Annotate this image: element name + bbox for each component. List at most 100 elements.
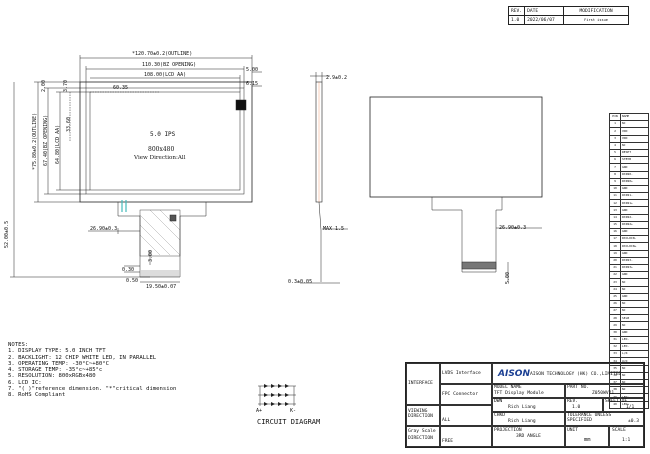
pin-number: 20 bbox=[609, 256, 621, 265]
dim-bz-opening-height: 67.40(BZ OPENING) bbox=[43, 114, 49, 166]
pin-name: RXIN3- bbox=[620, 256, 649, 265]
interface-value: LVDS Interface bbox=[442, 371, 481, 376]
circuit-cathode: K- bbox=[290, 408, 297, 414]
screen-resolution-label: 800x480 bbox=[148, 146, 175, 153]
dim-fpc-pin-width: 0.50 bbox=[126, 278, 139, 284]
note-item: 8. RoHS Compliant bbox=[8, 392, 66, 399]
connector-value: FPC Connector bbox=[442, 392, 478, 397]
pin-number: 13 bbox=[609, 206, 621, 215]
pin-number: 26 bbox=[609, 299, 621, 309]
fpc-stiffener bbox=[235, 99, 247, 111]
pin-name: LED- bbox=[620, 342, 649, 352]
dim-top-gap: 2.00 bbox=[41, 79, 47, 92]
pin-number: 31 bbox=[609, 335, 621, 345]
company-name: AISON TECHNOLOGY (HK) CO.,LIMITED bbox=[530, 372, 622, 377]
interface-label: INTERFACE bbox=[408, 381, 433, 386]
pin-number: 32 bbox=[609, 342, 621, 352]
pin-name: RXCLKIN- bbox=[620, 235, 649, 244]
front-view bbox=[10, 55, 262, 283]
pin-name: NC bbox=[620, 386, 649, 395]
model-name-label: MODEL NAME bbox=[494, 385, 522, 390]
pin-name: RXIN2+ bbox=[620, 220, 649, 230]
pin-number: 5 bbox=[609, 148, 621, 158]
pin-number: 8 bbox=[609, 170, 621, 179]
unit-value: mm bbox=[584, 437, 591, 443]
pin-name: NC bbox=[620, 299, 649, 309]
note-item: 4. STORAGE TEMP: -35°c~+85°c bbox=[8, 367, 103, 374]
note-item: 6. LCD IC: bbox=[8, 379, 42, 386]
lcd-active-area bbox=[89, 91, 241, 191]
pin-name: NC bbox=[620, 285, 649, 294]
pin-name: NC bbox=[620, 278, 649, 287]
pin-name: STBYB bbox=[620, 156, 649, 165]
pin-name: LED- bbox=[620, 335, 649, 345]
pin-name: RXIN0- bbox=[620, 170, 649, 179]
pin-number: 14 bbox=[609, 213, 621, 222]
unit-label: UNIT bbox=[567, 428, 579, 433]
pin-name: GND bbox=[620, 163, 649, 172]
pin-number: 12 bbox=[609, 199, 621, 208]
drwn-label: DWN bbox=[494, 399, 503, 404]
side-view bbox=[300, 72, 348, 284]
gray-label: Gray Scale DIRECTION bbox=[408, 429, 436, 441]
pin-name: VDD bbox=[620, 127, 649, 136]
projection-label: PROJECTION bbox=[494, 428, 522, 433]
dim-lcd-aa-height: 64.80(LCD AA) bbox=[55, 124, 61, 164]
dim-bz-opening-width: 110.30(BZ OPENING) bbox=[142, 62, 197, 68]
circuit-anode: A+ bbox=[256, 408, 263, 414]
pin-number: 11 bbox=[609, 192, 621, 201]
screen-view-label: View Direction:All bbox=[134, 155, 186, 161]
pin-number: 2 bbox=[609, 127, 621, 136]
note-item: 7. "( )"reference dimension. "*"critical… bbox=[8, 386, 177, 393]
dim-fpc-offset: 26.90±0.3 bbox=[90, 226, 118, 232]
pin-number: 15 bbox=[609, 220, 621, 230]
dim-max-fpc: MAX 1.5 bbox=[323, 226, 345, 232]
pin-header: PIN bbox=[609, 112, 621, 122]
pin-name: RESET bbox=[620, 148, 649, 158]
pin-name: RXCLKIN+ bbox=[620, 242, 649, 251]
title-block: INTERFACE LVDS Interface FPC Connector A… bbox=[405, 362, 645, 448]
pin-name: NC bbox=[620, 364, 649, 373]
pin-number: 29 bbox=[609, 321, 621, 330]
rev-label: REV. bbox=[567, 399, 579, 404]
pin-name: U/D bbox=[620, 357, 649, 366]
dim-fpc-total-length: 52.00±0.5 bbox=[4, 220, 10, 248]
pin-number: 4 bbox=[609, 141, 621, 150]
sheet-value: 1/1 bbox=[626, 405, 635, 410]
chkd-label: CHKD bbox=[494, 413, 506, 418]
pin-number: 22 bbox=[609, 271, 621, 280]
name-header: NAME bbox=[620, 112, 649, 122]
pin-number: 23 bbox=[609, 278, 621, 287]
pin-number: 7 bbox=[609, 163, 621, 172]
pin-number: 28 bbox=[609, 314, 621, 323]
dim-back-fpc-offset: 26.90±0.3 bbox=[499, 225, 527, 231]
pin-number: 24 bbox=[609, 285, 621, 294]
screen-size-label: 5.0 IPS bbox=[150, 131, 176, 138]
dim-fpc-thickness: 0.3±0.05 bbox=[288, 279, 313, 285]
back-view bbox=[369, 96, 543, 282]
